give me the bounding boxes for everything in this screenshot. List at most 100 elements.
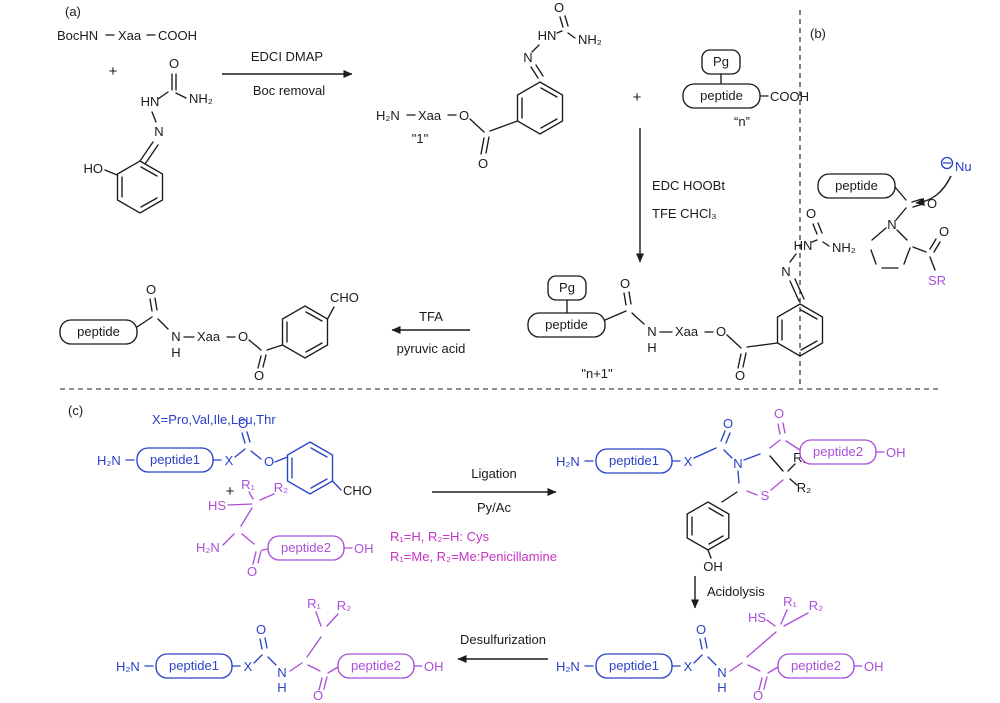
atom-r2: R₂	[809, 598, 823, 613]
atom-x: X	[244, 659, 253, 674]
atom-o: O	[256, 622, 266, 637]
atom-hn: HN	[141, 94, 160, 109]
atom-oh: OH	[424, 659, 444, 674]
atom-o: O	[939, 224, 949, 239]
panel-a: (a) BocHN Xaa COOH + O HN NH₂ N HO	[57, 0, 856, 383]
atom-x: X	[684, 454, 693, 469]
structure-peptide1-sal-ester: H₂N peptide1 X O O CHO	[97, 416, 372, 498]
atom-oh: OH	[886, 445, 906, 460]
reaction-arrow-4: Ligation Py/Ac	[432, 466, 557, 515]
peptide1-label: peptide1	[609, 453, 659, 468]
atom-h: H	[277, 680, 286, 695]
atom-h: H	[647, 340, 656, 355]
atom-n: N	[171, 329, 180, 344]
atom-n: N	[733, 456, 742, 471]
atom-o: O	[620, 276, 630, 291]
atom-h: H	[717, 680, 726, 695]
atom-r2: R₂	[337, 598, 351, 613]
peptide2-label: peptide2	[281, 540, 331, 555]
atom-x: X	[684, 659, 693, 674]
peptide2-label: peptide2	[791, 658, 841, 673]
reaction-arrow-5: Acidolysis	[691, 576, 765, 609]
atom-o: O	[313, 688, 323, 703]
atom-r1: R₁	[307, 596, 321, 611]
atom-nu: Nu	[955, 159, 972, 174]
atom-o-carbonyl: O	[735, 368, 745, 383]
atom-o: O	[723, 416, 733, 431]
panel-b-label: (b)	[810, 26, 826, 41]
reaction-arrow-1: EDCI DMAP Boc removal	[222, 49, 353, 98]
peptide1-label: peptide1	[609, 658, 659, 673]
condition-pyac: Py/Ac	[477, 500, 511, 515]
atom-o-ester: O	[716, 324, 726, 339]
atom-hn: HN	[538, 28, 557, 43]
reagent-pyruvic: pyruvic acid	[397, 341, 466, 356]
condition-boc-removal: Boc removal	[253, 83, 325, 98]
atom-xaa: Xaa	[118, 28, 142, 43]
structure-compound-n1: Pg peptide O N H Xaa O O N	[527, 206, 856, 383]
atom-o: O	[806, 206, 816, 221]
structure-compound-1: H₂N Xaa O O N HN O NH₂ "1"	[376, 0, 602, 171]
structure-boc-aa: BocHN Xaa COOH	[57, 28, 197, 43]
peptide-box	[817, 173, 896, 199]
pg-label: Pg	[713, 54, 729, 69]
atom-o-ester: O	[459, 108, 469, 123]
plus-sign: +	[633, 89, 642, 106]
pg-label: Pg	[559, 280, 575, 295]
atom-n: N	[781, 264, 790, 279]
structure-pg-peptide-acid: Pg peptide COOH “n”	[682, 49, 809, 129]
peptide2-label: peptide2	[813, 444, 863, 459]
minus-charge-icon	[940, 156, 954, 170]
atom-cooh: COOH	[158, 28, 197, 43]
reaction-arrow-3: TFA pyruvic acid	[391, 309, 470, 356]
atom-xaa: Xaa	[675, 324, 699, 339]
structure-peptide-thioester-mechanism: peptide Nu O N O SR	[817, 156, 972, 288]
panel-c: (c) X=Pro,Val,Ile,Leu,Thr H₂N peptide1 X…	[68, 403, 906, 703]
peptide-label: peptide	[835, 178, 878, 193]
structure-cys-peptide2: HS R₁ R₂ H₂N O peptide2 OH	[196, 477, 374, 579]
atom-n: N	[154, 124, 163, 139]
mechanism-arrow	[915, 175, 952, 206]
structure-peptide-sal-ester: peptide O N H Xaa O O CHO	[59, 282, 359, 383]
reaction-arrow-2: EDC HOOBt TFE CHCl₃	[636, 128, 725, 263]
structure-final-product: H₂N peptide1 X O N H R₁ R₂ O pepti	[116, 596, 444, 703]
atom-o: O	[753, 688, 763, 703]
reagent-tfa: TFA	[419, 309, 443, 324]
condition-penicillamine: R₁=Me, R₂=Me:Penicillamine	[390, 549, 557, 564]
atom-n: N	[717, 665, 726, 680]
peptide1-label: peptide1	[150, 452, 200, 467]
peptide-box	[59, 319, 138, 345]
atom-o: O	[696, 622, 706, 637]
reagent-edc: EDC HOOBt	[652, 178, 725, 193]
atom-n: N	[523, 50, 532, 65]
atom-x: X	[225, 453, 234, 468]
peptide2-label: peptide2	[351, 658, 401, 673]
atom-bochn: BocHN	[57, 28, 98, 43]
atom-n: N	[887, 217, 896, 232]
n-label: “n”	[734, 114, 750, 129]
reagent-edci: EDCI DMAP	[251, 49, 323, 64]
peptide1-label: peptide1	[169, 658, 219, 673]
peptide-label: peptide	[77, 324, 120, 339]
atom-ho: HO	[84, 161, 104, 176]
atom-h2n: H₂N	[116, 659, 140, 674]
atom-h2n: H₂N	[376, 108, 400, 123]
atom-oh: OH	[864, 659, 884, 674]
atom-cooh: COOH	[770, 89, 809, 104]
atom-o-carbonyl: O	[478, 156, 488, 171]
condition-acidolysis: Acidolysis	[707, 584, 765, 599]
reaction-arrow-6: Desulfurization	[457, 632, 548, 663]
reagent-tfe: TFE CHCl₃	[652, 206, 717, 221]
atom-h2n: H₂N	[556, 454, 580, 469]
atom-o: O	[554, 0, 564, 15]
compound-1-label: "1"	[412, 131, 429, 146]
atom-oh: OH	[354, 541, 374, 556]
plus-sign: +	[109, 63, 118, 80]
atom-hn: HN	[794, 238, 813, 253]
atom-o: O	[927, 196, 937, 211]
atom-h2n: H₂N	[556, 659, 580, 674]
atom-h: H	[171, 345, 180, 360]
condition-cys: R₁=H, R₂=H: Cys	[390, 529, 490, 544]
